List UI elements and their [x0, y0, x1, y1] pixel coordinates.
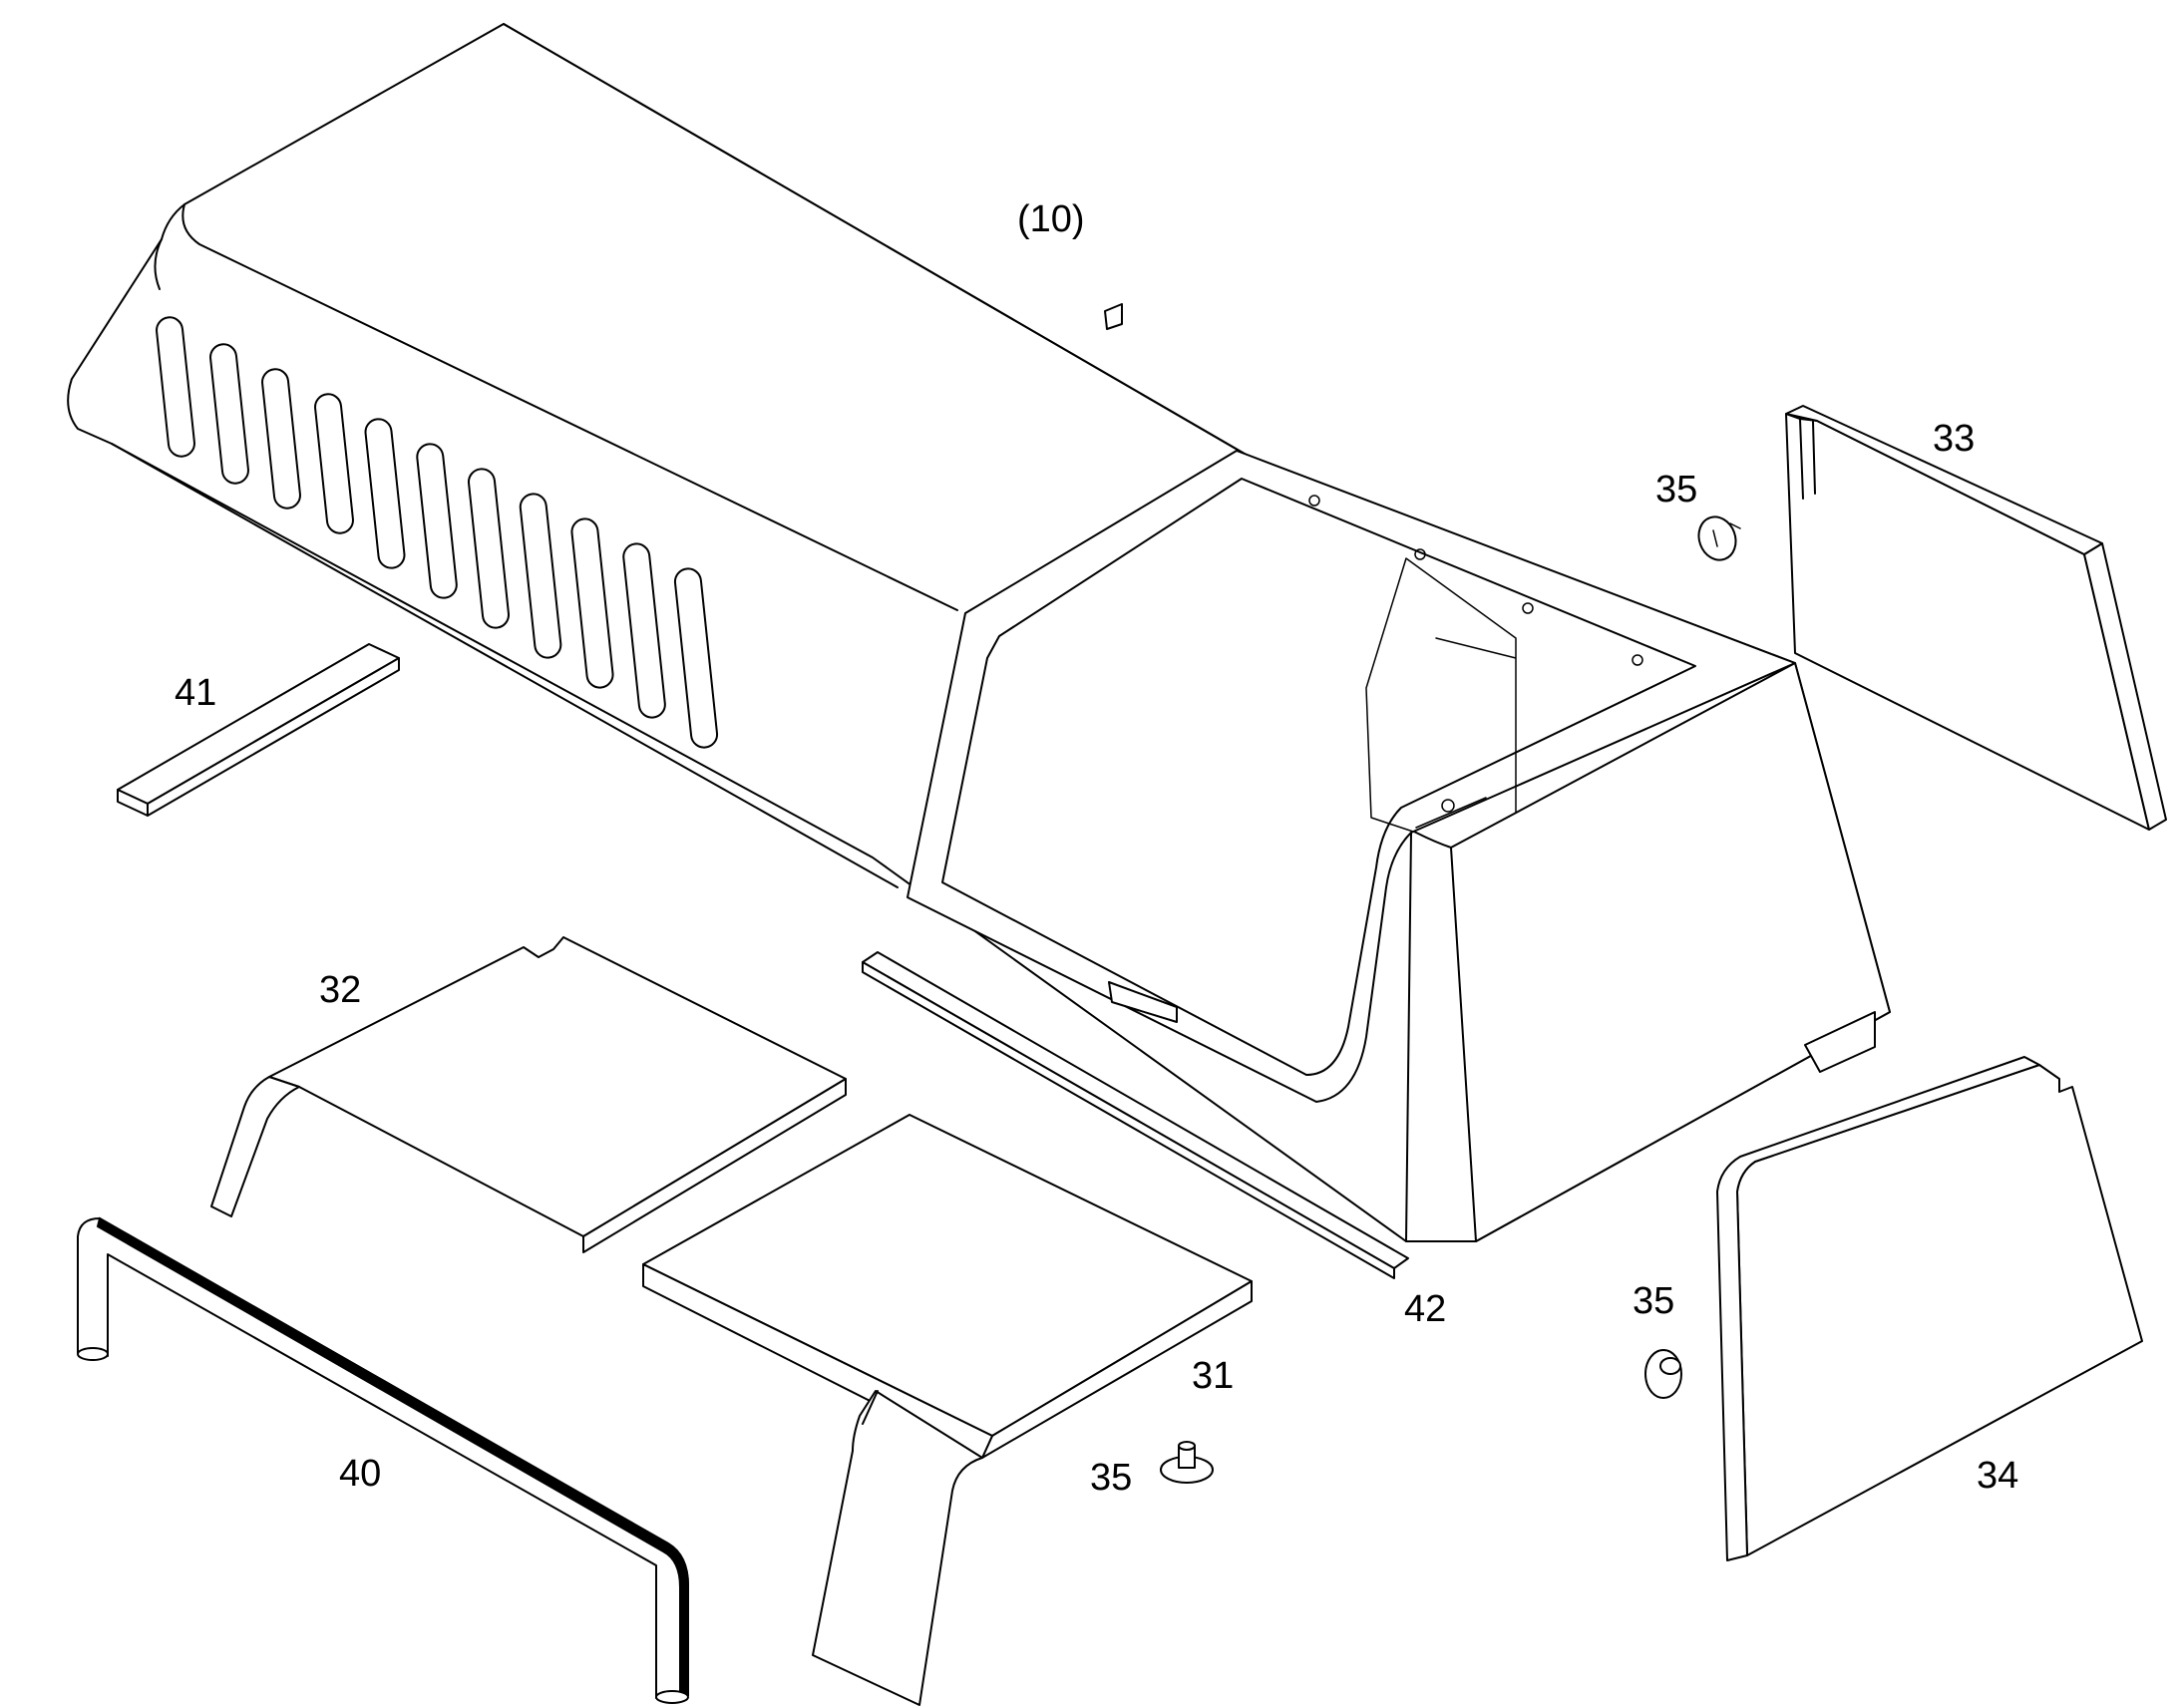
housing-window-frame [907, 450, 1796, 1103]
label-assembly-10: (10) [1017, 198, 1085, 240]
vent-slot [156, 316, 195, 458]
cover-32-bend [210, 1076, 300, 1217]
vent-slot [519, 493, 562, 659]
housing-side-edge [111, 238, 899, 888]
cover-32-top [268, 936, 847, 1237]
housing-end-face [1450, 662, 1891, 1242]
part-41-bar [117, 643, 400, 817]
fastener-35-boss [1659, 1357, 1681, 1375]
cover-32-edge [582, 1078, 847, 1253]
cover-31-top [642, 1114, 1253, 1437]
fastener-35-head [1697, 515, 1737, 561]
label-part-32: 32 [319, 969, 361, 1011]
part-40-handle [77, 1216, 689, 1704]
handle-40-end [655, 1690, 689, 1704]
housing-window-inner [941, 478, 1696, 1076]
vent-slots [156, 316, 719, 749]
label-part-41: 41 [175, 672, 216, 714]
mount-hole [1414, 548, 1426, 560]
part-32-cover [210, 936, 847, 1253]
housing-foot [1804, 1011, 1876, 1073]
mount-hole [1308, 495, 1320, 507]
cover-31-flange [812, 1390, 983, 1706]
housing-tab [1104, 303, 1123, 330]
label-part-31: 31 [1192, 1355, 1234, 1397]
part-42-strip [862, 951, 1409, 1279]
panel-33-notch [1799, 418, 1816, 500]
housing-top-edge [182, 23, 1251, 611]
label-part-35-middle: 35 [1633, 1280, 1674, 1322]
label-part-42: 42 [1404, 1288, 1446, 1330]
part-33-panel [1785, 405, 2167, 831]
vent-slot [467, 468, 511, 629]
strip-42-front [862, 961, 1395, 1279]
vent-slot [570, 517, 614, 689]
part-labels: (10) 33 35 41 32 42 35 31 40 35 34 [175, 198, 2018, 1499]
vent-slot [261, 368, 301, 510]
label-part-33: 33 [1933, 418, 1975, 460]
fastener-35-stem [1712, 522, 1741, 547]
label-part-40: 40 [339, 1453, 381, 1495]
housing-tab [1108, 981, 1178, 1023]
label-part-35-lower: 35 [1090, 1457, 1132, 1499]
label-part-34: 34 [1977, 1455, 2018, 1497]
mount-hole [1441, 799, 1455, 813]
fastener-35-middle [1644, 1349, 1682, 1399]
fastener-35-tip [1178, 1441, 1196, 1451]
internal-bracket [1365, 557, 1517, 834]
handle-40-shading [96, 1216, 689, 1696]
handle-40-inner [107, 1253, 657, 1699]
fastener-35-lower [1160, 1441, 1214, 1484]
vent-slot [209, 343, 249, 485]
part-34-panel [1716, 1056, 2143, 1561]
panel-33-face [1785, 413, 2150, 831]
vent-slot [622, 542, 666, 719]
housing-assembly-10 [67, 23, 1891, 1242]
bar-41-top [117, 643, 400, 805]
label-part-35-upper: 35 [1655, 469, 1697, 511]
panel-34-edge [1716, 1056, 2040, 1561]
vent-slot [314, 393, 354, 534]
fastener-35-upper [1697, 515, 1741, 561]
vent-slot [673, 567, 719, 749]
part-31-cover [642, 1114, 1253, 1706]
mount-hole [1522, 602, 1534, 614]
housing-end-face-edge [1405, 832, 1452, 1242]
cover-31-fold [862, 1390, 879, 1425]
mount-hole [1632, 654, 1643, 666]
bar-41-front [147, 657, 400, 817]
panel-33-top [1785, 405, 2103, 555]
fastener-35-head [1644, 1349, 1682, 1399]
handle-40-end [77, 1347, 109, 1361]
vent-slot [416, 443, 458, 599]
vent-slot [364, 418, 406, 569]
